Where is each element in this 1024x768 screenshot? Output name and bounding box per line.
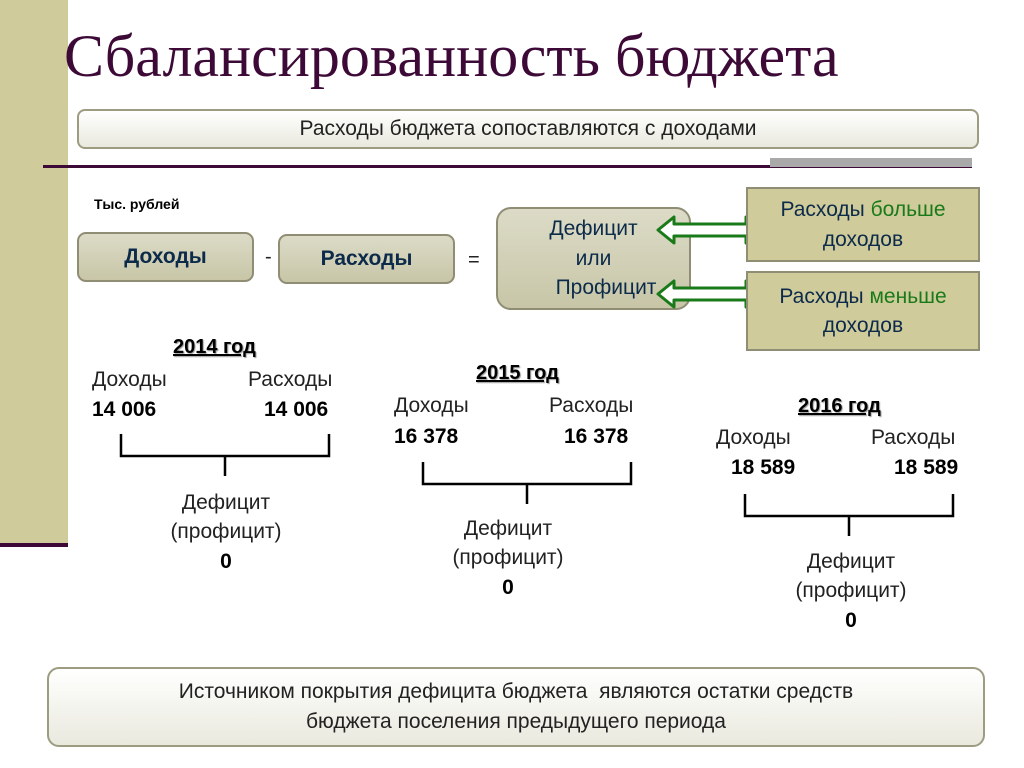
- year-2016-result: Дефицит (профицит) 0: [761, 547, 941, 635]
- page-title: Сбалансированность бюджета: [64, 23, 839, 89]
- left-accent-bar: [0, 0, 68, 545]
- expense-box-label: Расходы: [320, 247, 413, 270]
- year-2014-income-label: Доходы: [92, 368, 167, 391]
- year-2016-income-label: Доходы: [716, 426, 791, 449]
- year-2015-income-value: 16 378: [394, 425, 459, 448]
- result-line-2: или: [575, 246, 612, 270]
- income-box-label: Доходы: [124, 245, 207, 268]
- equals-sign: =: [468, 249, 480, 271]
- expenses-more-line-2: доходов: [822, 227, 904, 251]
- year-2015-result: Дефицит (профицит) 0: [418, 514, 598, 602]
- left-accent-rule: [0, 543, 68, 547]
- year-2015-result-label-1: Дефицит: [463, 517, 553, 540]
- year-2016-result-label-1: Дефицит: [806, 550, 896, 573]
- footer-note: Источником покрытия дефицита бюджета явл…: [47, 667, 985, 747]
- year-2014-result-label-2: (профицит): [170, 520, 282, 544]
- year-2014-result-label-1: Дефицит: [181, 491, 271, 514]
- result-line-1: Дефицит: [549, 217, 638, 241]
- year-2015-result-label-2: (профицит): [452, 546, 564, 570]
- footer-line-1: Источником покрытия дефицита бюджета явл…: [178, 679, 854, 703]
- year-2014-expense-value: 14 006: [264, 398, 329, 421]
- minus-sign: -: [265, 246, 272, 268]
- year-2016-expense-value: 18 589: [894, 456, 959, 479]
- year-2015-brace: [421, 462, 633, 504]
- year-2014-brace: [119, 434, 331, 476]
- expense-box: Расходы: [278, 234, 455, 284]
- year-2015-expense-label: Расходы: [549, 394, 634, 417]
- expenses-less-line-1: Расходы меньше: [779, 284, 947, 308]
- year-2014-heading: 2014 год: [173, 336, 256, 358]
- year-2014-expense-label: Расходы: [248, 368, 333, 391]
- year-2015-expense-value: 16 378: [564, 425, 629, 448]
- year-2016-heading: 2016 год: [798, 395, 881, 417]
- expenses-less-line-2: доходов: [822, 314, 904, 337]
- year-2014-income-value: 14 006: [92, 398, 157, 421]
- divider-line: [43, 165, 972, 168]
- year-2014-result-value: 0: [220, 549, 232, 573]
- year-2014-result: Дефицит (профицит) 0: [136, 488, 316, 576]
- year-2016-result-value: 0: [845, 608, 857, 632]
- year-2016-result-label-2: (профицит): [795, 579, 907, 603]
- year-2016-brace: [743, 494, 955, 536]
- divider-grey-bar: [770, 158, 972, 167]
- year-2015-heading: 2015 год: [476, 362, 559, 384]
- income-box: Доходы: [77, 232, 254, 282]
- subtitle-text: Расходы бюджета сопоставляются с доходам…: [299, 117, 757, 140]
- unit-label: Тыс. рублей: [94, 196, 180, 212]
- expenses-more-line-1: Расходы больше: [780, 198, 946, 222]
- year-2016-income-value: 18 589: [731, 456, 796, 479]
- year-2015-result-value: 0: [502, 575, 514, 599]
- footer-line-2: бюджета поселения предыдущего периода: [306, 710, 726, 733]
- year-2016-expense-label: Расходы: [871, 426, 956, 449]
- subtitle-banner: Расходы бюджета сопоставляются с доходам…: [77, 109, 979, 149]
- expenses-more-box: Расходы больше доходов: [746, 187, 980, 262]
- year-2015-income-label: Доходы: [394, 394, 469, 417]
- result-line-3: Профицит: [555, 276, 657, 300]
- expenses-less-box: Расходы меньше доходов: [746, 271, 980, 351]
